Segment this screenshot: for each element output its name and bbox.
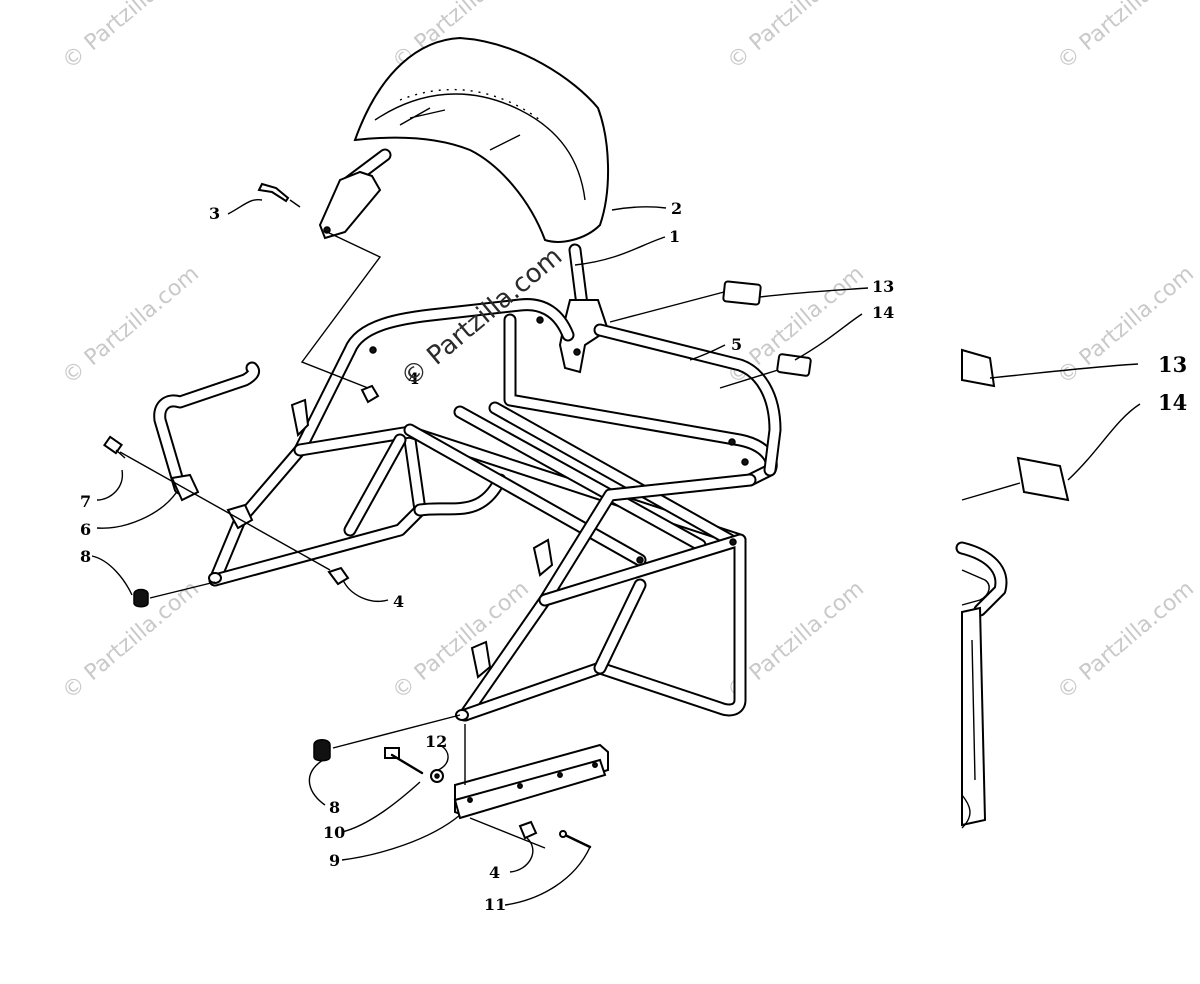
hardware <box>103 182 592 849</box>
grab-handle <box>153 361 261 502</box>
callout-13: 13 <box>872 277 894 296</box>
callout-8: 8 <box>329 798 340 817</box>
watermark: © Partzilla.com <box>1053 0 1199 75</box>
callout-7: 7 <box>80 492 91 511</box>
watermark: © Partzilla.com <box>58 261 204 389</box>
leader-lines <box>91 198 869 906</box>
callout-10: 10 <box>323 823 345 842</box>
callout-4: 4 <box>408 369 419 388</box>
callout-3: 3 <box>209 204 220 223</box>
decals <box>722 280 812 377</box>
callout-4: 4 <box>393 592 404 611</box>
watermark: © Partzilla.com <box>58 0 204 75</box>
inset-callout-14: 14 <box>1158 390 1187 415</box>
callout-11: 11 <box>484 895 506 914</box>
callout-labels: 3 2 1 13 14 5 4 7 6 8 4 12 8 10 9 4 11 <box>80 199 894 914</box>
callout-12: 12 <box>425 732 447 751</box>
watermark: © Partzilla.com <box>723 0 869 75</box>
inset-detail: 13 14 <box>955 348 1187 829</box>
callout-6: 6 <box>80 520 91 539</box>
callout-14: 14 <box>872 303 894 322</box>
callout-5: 5 <box>731 335 742 354</box>
callout-9: 9 <box>329 851 340 870</box>
backrest-pad <box>353 36 609 243</box>
callout-8: 8 <box>80 547 91 566</box>
watermark: © Partzilla.com <box>58 576 204 704</box>
mount-plate <box>453 743 609 820</box>
watermark: © Partzilla.com <box>1053 576 1199 704</box>
callout-1: 1 <box>669 227 680 246</box>
callout-2: 2 <box>671 199 682 218</box>
backrest-bracket <box>318 148 610 374</box>
rack-frame <box>208 298 782 722</box>
callout-4: 4 <box>489 863 500 882</box>
inset-callout-13: 13 <box>1158 352 1187 377</box>
